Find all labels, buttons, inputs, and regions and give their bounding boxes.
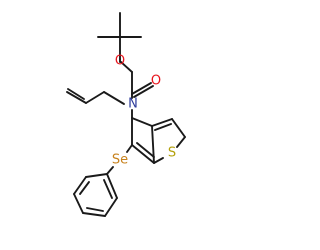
selenide-bridge xyxy=(106,144,133,175)
carbamate-group xyxy=(131,71,154,99)
molecule-structure: O O N S Se xyxy=(66,12,186,217)
selenium-label: Se xyxy=(112,153,128,168)
phenyl-ring xyxy=(73,173,118,217)
ester-oxygen-label: O xyxy=(115,54,125,69)
allyl-group xyxy=(66,88,125,105)
thiophene-ring xyxy=(131,109,186,164)
sulfur-label: S xyxy=(168,146,176,161)
nitrogen-label: N xyxy=(128,97,138,112)
tert-butyl-group xyxy=(97,12,142,73)
carbonyl-oxygen-label: O xyxy=(151,74,161,89)
